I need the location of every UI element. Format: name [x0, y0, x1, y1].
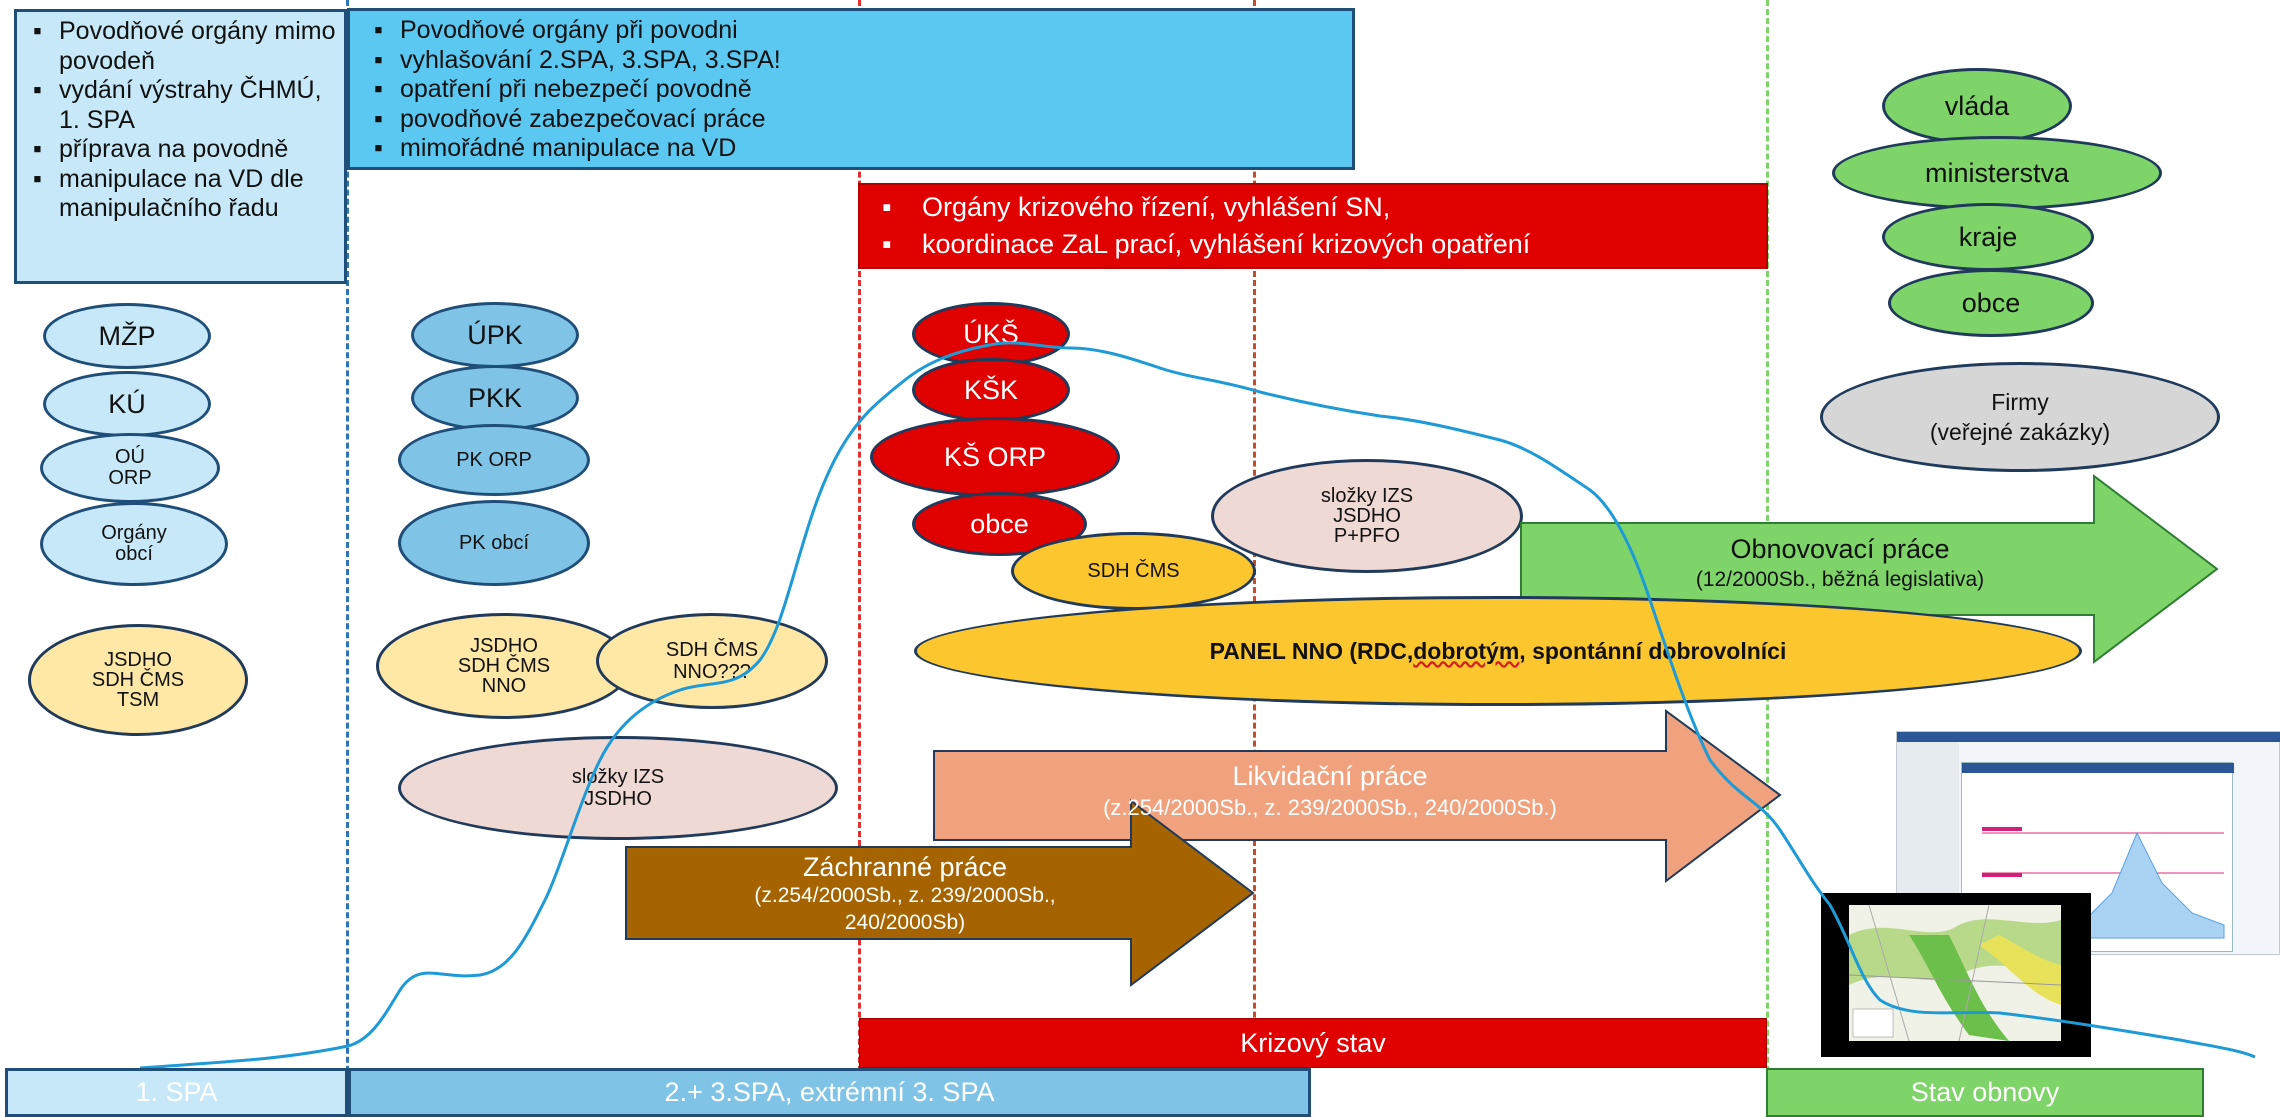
box-item: opatření při nebezpečí povodně: [374, 75, 1342, 105]
box-item: Orgány krizového řízení, vyhlášení SN,: [860, 189, 1766, 226]
oval-pk-obci: PK obcí: [398, 500, 590, 586]
oval-obce-green: obce: [1888, 269, 2094, 337]
box-item: vyhlašování 2.SPA, 3.SPA, 3.SPA!: [374, 46, 1342, 76]
bar-spa-1: 1. SPA: [5, 1068, 348, 1117]
phase-divider-1: [346, 0, 349, 1117]
oval-pkk: PKK: [411, 365, 579, 431]
bar-krizovy-stav: Krizový stav: [859, 1018, 1767, 1068]
bar-spa-2-3: 2.+ 3.SPA, extrémní 3. SPA: [348, 1068, 1311, 1117]
box-item: manipulace na VD dle manipulačního řadu: [33, 165, 338, 224]
box-item: příprava na povodně: [33, 135, 338, 165]
panel-nno: PANEL NNO (RDC, dobrotým, spontánní dobr…: [914, 596, 2082, 706]
bar-stav-obnovy: Stav obnovy: [1766, 1068, 2204, 1117]
map-area: [1849, 905, 2061, 1041]
box-item: koordinace ZaL prací, vyhlášení krizovýc…: [860, 226, 1766, 263]
box-item: Povodňové orgány mimo povodeň: [33, 17, 338, 76]
box-item: mimořádné manipulace na VD: [374, 134, 1342, 164]
underlined-word: dobrotým: [1413, 637, 1520, 664]
map-screenshot-thumbnail: [1821, 893, 2091, 1057]
phase-divider-3: [1253, 0, 1256, 1117]
arrow-label-zachranne: Záchranné práce (z.254/2000Sb., z. 239/2…: [754, 852, 1056, 934]
oval-firms: Firmy(veřejné zakázky): [1820, 362, 2220, 472]
oval-mzp: MŽP: [43, 303, 211, 369]
flood-authorities-during-flood-box: Povodňové orgány při povodni vyhlašování…: [347, 8, 1355, 170]
oval-pk-orp: PK ORP: [398, 424, 590, 496]
phase-divider-2: [858, 0, 861, 1117]
arrow-label-likvidacni: Likvidační práce (z.254/2000Sb., z. 239/…: [1103, 761, 1557, 820]
box-item: Povodňové orgány při povodni: [374, 16, 1342, 46]
flood-authorities-off-flood-box: Povodňové orgány mimo povodeň vydání výs…: [14, 9, 347, 284]
crisis-management-box: Orgány krizového řízení, vyhlášení SN, k…: [858, 183, 1768, 269]
map-graphic: [1849, 905, 2061, 1041]
box-item: vydání výstrahy ČHMÚ, 1. SPA: [33, 76, 338, 135]
oval-ksk: KŠK: [912, 358, 1070, 422]
curve-path: [139, 341, 2256, 1070]
thumb-titlebar: [1897, 732, 2280, 742]
oval-vlada: vláda: [1882, 68, 2072, 144]
arrow-label-obnovovaci: Obnovovací práce (12/2000Sb., běžná legi…: [1695, 534, 1985, 591]
arrow-zachranne: [625, 798, 1255, 988]
box-item: povodňové zabezpečovací práce: [374, 105, 1342, 135]
